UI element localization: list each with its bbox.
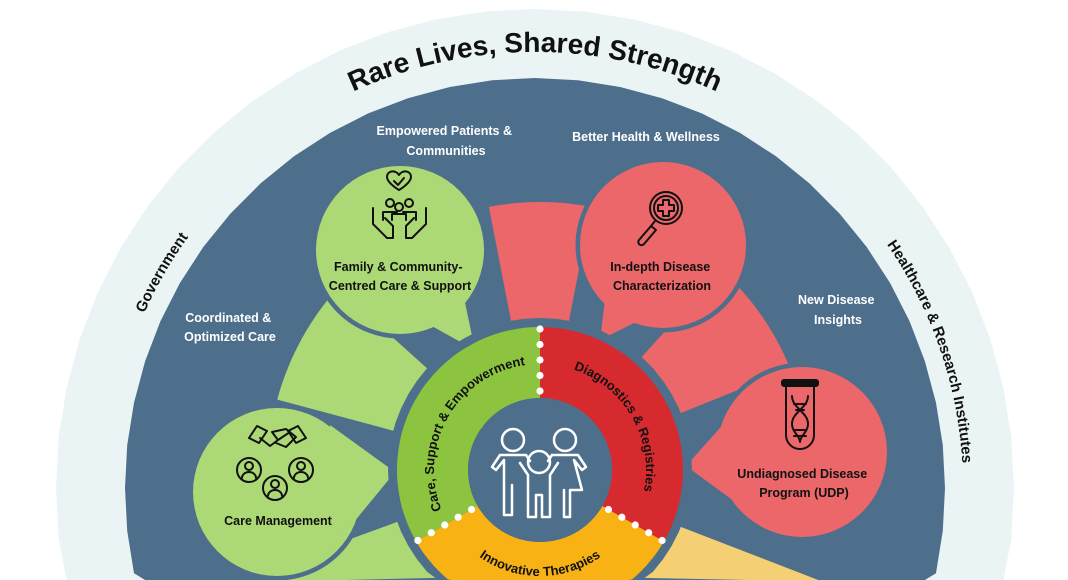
- divider-dot: [441, 521, 449, 529]
- connector-wedge-left: [277, 288, 429, 432]
- pillar-diagnostics-segment: [540, 327, 683, 542]
- divider-dot: [604, 505, 613, 514]
- divider-dot: [427, 529, 435, 537]
- center-circle: [468, 398, 612, 542]
- outcome-better-health: Better Health & Wellness: [572, 130, 720, 144]
- program-care-management-label: Care Management: [224, 514, 333, 528]
- divider-dot: [658, 536, 666, 545]
- outcome-new-insights: New Disease Insights: [798, 293, 878, 327]
- pillar-therapies-segment: [416, 506, 664, 580]
- program-family-care-label: Family & Community- Centred Care & Suppo…: [329, 260, 472, 293]
- divider-dot: [414, 536, 422, 545]
- divider-dot: [536, 325, 544, 333]
- pillar-care-support-segment: [397, 327, 540, 542]
- family-icon: [490, 427, 588, 519]
- divider-dot: [536, 387, 544, 395]
- divider-dot: [536, 371, 544, 380]
- hands-community-heart-icon: [372, 170, 427, 239]
- petal-family-care: [311, 161, 489, 359]
- divider-dot: [467, 505, 476, 514]
- petal-characterization: [575, 157, 751, 348]
- divider-dot: [454, 513, 462, 521]
- handshake-people-icon: [236, 425, 314, 501]
- divider-dot: [631, 521, 639, 529]
- divider-dot: [618, 513, 626, 521]
- divider-dot: [536, 340, 544, 349]
- program-characterization-label: In-depth Disease Characterization: [610, 260, 714, 293]
- dna-test-tube-icon: [781, 379, 819, 450]
- connector-wedge-bottom-right: [644, 526, 819, 580]
- segment-divider-dots: [414, 325, 666, 545]
- petal-udp: [679, 362, 892, 542]
- outcome-empowered-patients: Empowered Patients & Communities: [377, 124, 516, 158]
- divider-dot: [536, 356, 544, 364]
- program-udp-label: Undiagnosed Disease Program (UDP): [737, 467, 870, 500]
- connector-wedge-top: [488, 202, 592, 323]
- divider-dot: [645, 529, 653, 537]
- outcome-coordinated-care: Coordinated & Optimized Care: [184, 311, 276, 344]
- magnifier-medical-cross-icon: [637, 191, 683, 247]
- petal-care-management: [188, 403, 402, 580]
